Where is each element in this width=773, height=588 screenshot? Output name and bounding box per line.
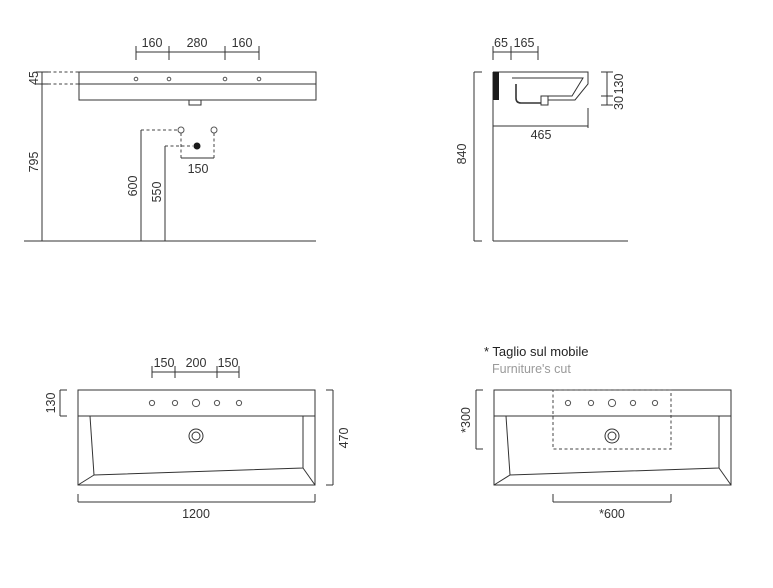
furniture-cut-outline bbox=[552, 389, 672, 450]
basin-bowl bbox=[89, 415, 304, 476]
tap-hole-main bbox=[191, 398, 201, 408]
bowl-edge bbox=[493, 474, 511, 486]
basin-top-outline bbox=[77, 389, 316, 486]
dim-label: 130 bbox=[44, 393, 58, 414]
waste-outlet bbox=[188, 99, 202, 106]
furniture-tap-holes bbox=[564, 398, 659, 408]
dim-label: 130 bbox=[612, 74, 626, 95]
side-view: 65 165 130 30 465 840 bbox=[455, 36, 628, 242]
waste-outlet bbox=[540, 95, 549, 106]
front-tap-holes bbox=[133, 76, 262, 82]
basin-bowl bbox=[505, 415, 720, 476]
drain-pipe bbox=[193, 142, 201, 150]
note-subtitle: Furniture's cut bbox=[492, 362, 571, 376]
tap-hole bbox=[235, 399, 243, 407]
bowl-edge bbox=[302, 467, 316, 486]
tap-hole bbox=[148, 399, 156, 407]
tap-hole bbox=[166, 76, 172, 82]
dim-label: 280 bbox=[187, 36, 208, 50]
dim-label: 45 bbox=[27, 71, 41, 85]
note-title: * Taglio sul mobile bbox=[484, 344, 589, 359]
tap-hole bbox=[133, 76, 139, 82]
dim-label: 150 bbox=[154, 356, 175, 370]
tap-hole bbox=[213, 399, 221, 407]
tap-hole bbox=[651, 399, 659, 407]
bowl-edge bbox=[718, 467, 732, 486]
dim-label: 150 bbox=[218, 356, 239, 370]
basin-inner-profile bbox=[512, 77, 584, 97]
supply-pipe-right bbox=[210, 126, 218, 134]
tap-hole bbox=[564, 399, 572, 407]
dim-label: 600 bbox=[126, 176, 140, 197]
dim-label: 200 bbox=[186, 356, 207, 370]
dim-label: 150 bbox=[188, 162, 209, 176]
basin-top-outline bbox=[493, 389, 732, 486]
wall-bracket bbox=[493, 72, 499, 100]
furniture-cut-view: * Taglio sul mobile Furniture's cut *300… bbox=[459, 344, 732, 521]
tap-hole bbox=[587, 399, 595, 407]
waste-trap bbox=[515, 84, 541, 104]
drain-hole bbox=[188, 428, 204, 444]
dim-label: 65 bbox=[494, 36, 508, 50]
tap-hole bbox=[171, 399, 179, 407]
top-tap-holes bbox=[148, 398, 243, 408]
tap-hole bbox=[629, 399, 637, 407]
dim-label: 165 bbox=[514, 36, 535, 50]
dim-label: 30 bbox=[612, 96, 626, 110]
basin-front-outline bbox=[78, 71, 317, 101]
bowl-edge bbox=[77, 474, 95, 486]
drain-hole-inner bbox=[191, 431, 201, 441]
dim-label: 550 bbox=[150, 182, 164, 203]
top-view: 150 200 150 130 470 1200 bbox=[44, 356, 351, 521]
drain-hole bbox=[604, 428, 620, 444]
tap-hole bbox=[256, 76, 262, 82]
dim-label: *600 bbox=[599, 507, 625, 521]
dim-label: 465 bbox=[531, 128, 552, 142]
supply-pipe-left bbox=[177, 126, 185, 134]
dim-label: 795 bbox=[27, 152, 41, 173]
dim-label: 160 bbox=[232, 36, 253, 50]
tap-hole bbox=[222, 76, 228, 82]
dim-label: 840 bbox=[455, 144, 469, 165]
basin-side-outline bbox=[493, 71, 589, 101]
drain-hole-inner bbox=[607, 431, 617, 441]
front-view: 160 280 160 45 795 600 550 150 bbox=[24, 36, 317, 242]
tap-hole-main bbox=[607, 398, 617, 408]
dim-label: 470 bbox=[337, 428, 351, 449]
dim-label: 160 bbox=[142, 36, 163, 50]
dim-label: *300 bbox=[459, 407, 473, 433]
dim-label: 1200 bbox=[182, 507, 210, 521]
